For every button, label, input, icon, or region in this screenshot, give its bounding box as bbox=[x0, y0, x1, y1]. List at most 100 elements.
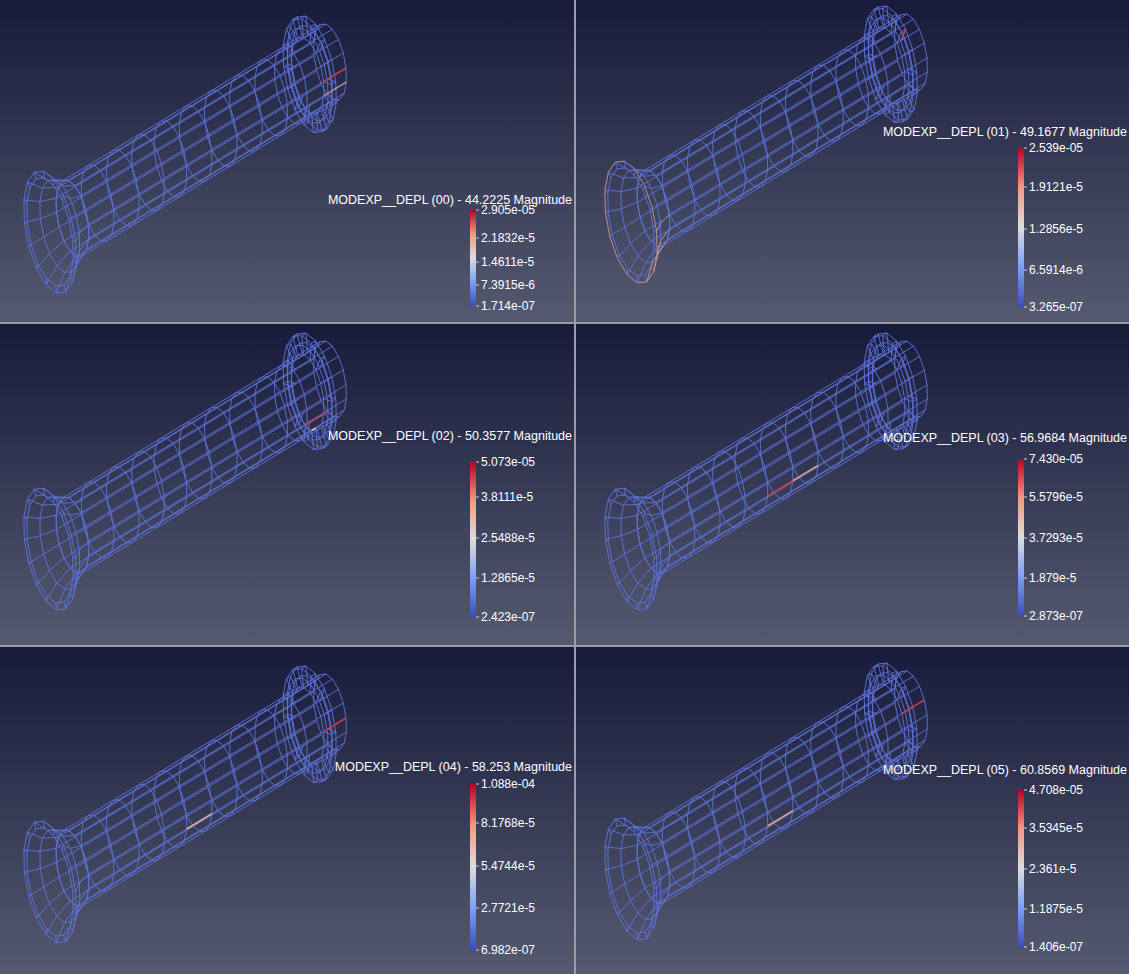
mesh-edge bbox=[662, 356, 920, 512]
mesh-edge bbox=[901, 29, 905, 40]
colorbar-value: 3.7293e-5 bbox=[1029, 531, 1083, 545]
mesh-edge bbox=[651, 85, 909, 241]
mesh-edge bbox=[132, 785, 165, 861]
tick-mark bbox=[1024, 869, 1027, 870]
render-panel bbox=[0, 647, 574, 974]
mesh-edge bbox=[46, 901, 70, 934]
tick-mark bbox=[1024, 497, 1027, 498]
colorbar-value: 1.2856e-5 bbox=[1029, 222, 1083, 236]
mesh-edge bbox=[645, 513, 662, 516]
colorbar-value: 1.1875e-5 bbox=[1029, 902, 1083, 916]
mesh-edge bbox=[650, 535, 652, 537]
mesh-edge bbox=[643, 513, 645, 517]
mesh-edge bbox=[760, 753, 793, 829]
mesh-edge bbox=[639, 21, 897, 177]
mesh-edge bbox=[62, 513, 64, 517]
mesh-edge bbox=[615, 162, 643, 171]
color-bar bbox=[470, 784, 476, 950]
mesh-edge bbox=[647, 573, 664, 609]
mesh-edge bbox=[44, 488, 69, 497]
mesh-edge bbox=[645, 602, 647, 609]
mesh-edge bbox=[293, 17, 302, 38]
mesh-edge bbox=[34, 489, 62, 498]
mesh-edge bbox=[230, 392, 263, 468]
tick-mark bbox=[1024, 459, 1027, 460]
mesh-edge bbox=[652, 526, 666, 534]
panel-background bbox=[0, 324, 574, 645]
mesh-edge bbox=[64, 85, 322, 241]
mesh-edge bbox=[627, 568, 651, 601]
mesh-edge bbox=[836, 707, 869, 783]
mesh-edge bbox=[768, 811, 793, 826]
mesh-edge bbox=[650, 208, 652, 210]
mesh-edge bbox=[656, 676, 914, 832]
colorbar-value: 1.088e-04 bbox=[481, 777, 535, 791]
mesh-edge bbox=[645, 843, 662, 846]
mesh-edge bbox=[86, 703, 344, 859]
mesh-edge bbox=[902, 50, 913, 57]
mesh-edge bbox=[876, 86, 884, 100]
mesh-edge bbox=[637, 373, 895, 529]
mesh-edge bbox=[637, 246, 657, 282]
wireframe-mesh bbox=[24, 666, 346, 943]
mesh-edge bbox=[66, 256, 83, 292]
mesh-edge bbox=[284, 64, 296, 70]
mesh-edge bbox=[75, 346, 333, 502]
mesh-edge bbox=[63, 675, 321, 831]
mesh-edge bbox=[75, 29, 333, 185]
tick-mark bbox=[1024, 790, 1027, 791]
mesh-edge bbox=[106, 800, 139, 876]
tick-mark bbox=[1024, 828, 1027, 829]
mesh-edge bbox=[76, 750, 334, 906]
tick-mark bbox=[1024, 538, 1027, 539]
tick-mark bbox=[1024, 578, 1027, 579]
mesh-edge bbox=[874, 7, 883, 28]
mesh-edge bbox=[663, 416, 921, 572]
mesh-edge bbox=[230, 75, 263, 151]
mesh-edge bbox=[897, 686, 905, 700]
mesh-edge bbox=[605, 161, 657, 283]
tick-mark bbox=[476, 617, 479, 618]
colorbar-value: 2.361e-5 bbox=[1029, 862, 1076, 876]
mesh-edge bbox=[76, 555, 89, 581]
mesh-edge bbox=[713, 452, 746, 528]
mesh-edge bbox=[76, 417, 334, 573]
mesh-edge bbox=[56, 692, 314, 848]
mesh-edge bbox=[895, 671, 928, 747]
mesh-edge bbox=[643, 843, 645, 847]
mesh-edge bbox=[314, 674, 347, 750]
mesh-edge bbox=[44, 821, 69, 830]
mesh-edge bbox=[64, 602, 66, 609]
mesh-edge bbox=[24, 515, 56, 518]
mesh-edge bbox=[836, 377, 869, 453]
mesh-edge bbox=[291, 343, 332, 438]
panel-background bbox=[576, 0, 1129, 322]
mesh-edge bbox=[295, 413, 303, 427]
mesh-edge bbox=[645, 732, 903, 888]
mesh-edge bbox=[869, 729, 880, 736]
mesh-edge bbox=[69, 535, 71, 537]
mesh-edge bbox=[640, 388, 898, 544]
mesh-edge bbox=[647, 246, 664, 282]
mesh-edge bbox=[88, 68, 346, 224]
mesh-edge bbox=[64, 196, 81, 199]
mesh-edge bbox=[89, 82, 347, 238]
tick-mark bbox=[476, 538, 479, 539]
wireframe-mesh bbox=[605, 333, 927, 610]
mesh-edge bbox=[735, 111, 768, 187]
mesh-edge bbox=[649, 671, 907, 827]
mesh-edge bbox=[24, 862, 56, 872]
mesh-edge bbox=[652, 856, 666, 864]
mesh-edge bbox=[608, 499, 639, 505]
mesh-edge bbox=[87, 743, 345, 899]
tick-mark bbox=[476, 238, 479, 239]
mesh-edge bbox=[316, 689, 324, 703]
mesh-edge bbox=[893, 101, 899, 123]
mesh-edge bbox=[902, 700, 924, 714]
mesh-edge bbox=[650, 865, 652, 867]
color-bar bbox=[470, 462, 476, 617]
mesh-edge bbox=[56, 706, 314, 862]
mesh-edge bbox=[179, 756, 212, 832]
mesh-edge bbox=[81, 815, 114, 891]
